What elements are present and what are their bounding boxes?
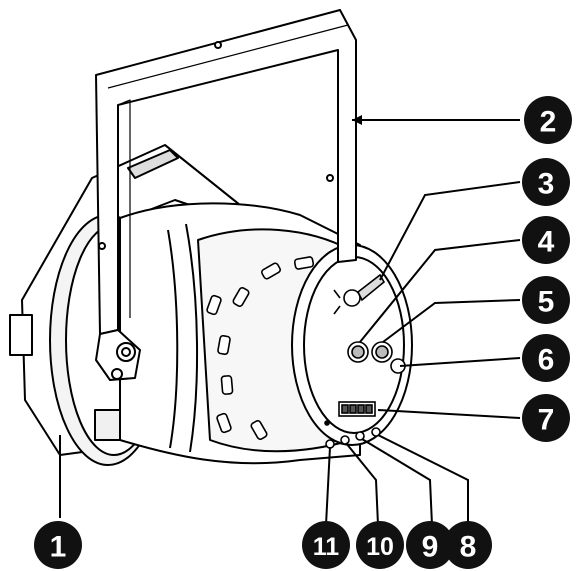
- callout-6-label: 6: [538, 344, 555, 377]
- leader-3: [379, 181, 521, 281]
- callout-1-label: 1: [50, 531, 67, 564]
- callout-2: 2: [524, 96, 572, 144]
- callout-9-label: 9: [422, 531, 439, 564]
- callout-4: 4: [522, 216, 570, 264]
- callout-10: 10: [356, 521, 404, 569]
- callout-11-label: 11: [313, 533, 340, 561]
- callouts: 1 2 3 4 5 6 7 8: [34, 96, 572, 569]
- callout-8: 8: [444, 521, 492, 569]
- leader-9: [361, 438, 433, 526]
- callout-10-label: 10: [366, 533, 394, 561]
- callout-5-label: 5: [538, 286, 555, 319]
- callout-2-label: 2: [540, 106, 557, 139]
- arrowhead-2: [352, 115, 362, 125]
- callout-3: 3: [522, 158, 570, 206]
- leader-6: [399, 357, 521, 367]
- leader-11: [325, 446, 331, 526]
- leader-4: [359, 239, 521, 343]
- leader-7: [377, 409, 521, 419]
- callout-11: 11: [302, 521, 350, 569]
- callout-9: 9: [406, 521, 454, 569]
- leader-10: [345, 442, 379, 526]
- callout-8-label: 8: [460, 531, 477, 564]
- callout-5: 5: [522, 276, 570, 324]
- leader-5: [382, 299, 521, 343]
- mounting-bracket: [95, 9, 357, 381]
- callout-7-label: 7: [538, 404, 555, 437]
- callout-4-label: 4: [538, 226, 555, 259]
- callout-1: 1: [34, 521, 82, 569]
- callout-3-label: 3: [538, 168, 555, 201]
- leader-lines: [59, 119, 521, 526]
- callout-6: 6: [522, 334, 570, 382]
- leader-arrowheads: [352, 115, 362, 125]
- rear-panel: [324, 273, 406, 449]
- callout-7: 7: [522, 394, 570, 442]
- leader-8: [377, 434, 469, 525]
